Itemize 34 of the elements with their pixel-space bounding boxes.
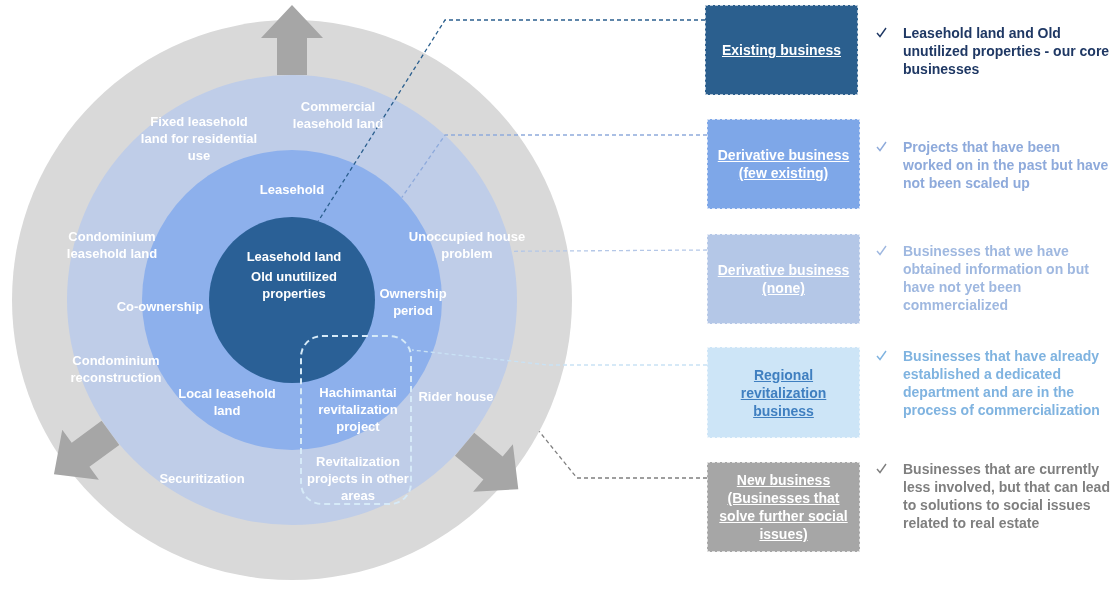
region-label: Revitalization projects in other areas — [306, 453, 410, 504]
category-box — [707, 347, 860, 438]
core-label: Old unutilized properties — [250, 268, 338, 302]
category-box — [705, 5, 858, 95]
ring-label: Securitization — [158, 470, 246, 487]
leader-line — [511, 249, 708, 252]
category-box — [707, 462, 860, 552]
box-label: Regional revitalization business — [739, 365, 828, 420]
ring-label: Commercial leasehold land — [291, 98, 385, 132]
leader-line — [411, 349, 708, 366]
box-label: Existing business — [721, 41, 841, 59]
description-text: Businesses that we have obtained information on but have not yet been commercialized — [903, 242, 1090, 314]
leader-line — [401, 134, 708, 199]
box-label: Derivative business (none) — [716, 261, 851, 297]
ring-label: Co-ownership — [115, 298, 205, 315]
region-label: Hachimantai revitalization project — [317, 384, 399, 435]
box-label: Derivative business (few existing) — [716, 146, 851, 182]
ring-label: Fixed leasehold land for residential use — [140, 113, 258, 164]
ring-label: Unoccupied house problem — [407, 228, 527, 262]
box-label: New business (Businesses that solve further social issues) — [718, 471, 849, 543]
ring-label: Leasehold — [258, 181, 326, 198]
leader-line — [317, 19, 706, 222]
ring-label: Local leasehold land — [177, 385, 277, 419]
description-text: Leasehold land and Old unutilized properties - our core businesses — [903, 24, 1111, 78]
description-text: Projects that have been worked on in the past but have not been scaled up — [903, 138, 1110, 192]
category-box — [707, 119, 860, 209]
description-text: Businesses that are currently less involved, but that can lead to solutions to social issues related to real estate — [903, 460, 1111, 532]
core-label: Leasehold land — [245, 248, 343, 265]
ring-label: Rider house — [417, 388, 495, 405]
leader-line — [538, 430, 708, 479]
description-text: Businesses that have already established a dedicated department and are in the process of commercialization — [903, 347, 1101, 419]
ring-label: Ownership period — [378, 285, 448, 319]
ring-label: Condominium leasehold land — [65, 228, 159, 262]
category-box — [707, 234, 860, 324]
